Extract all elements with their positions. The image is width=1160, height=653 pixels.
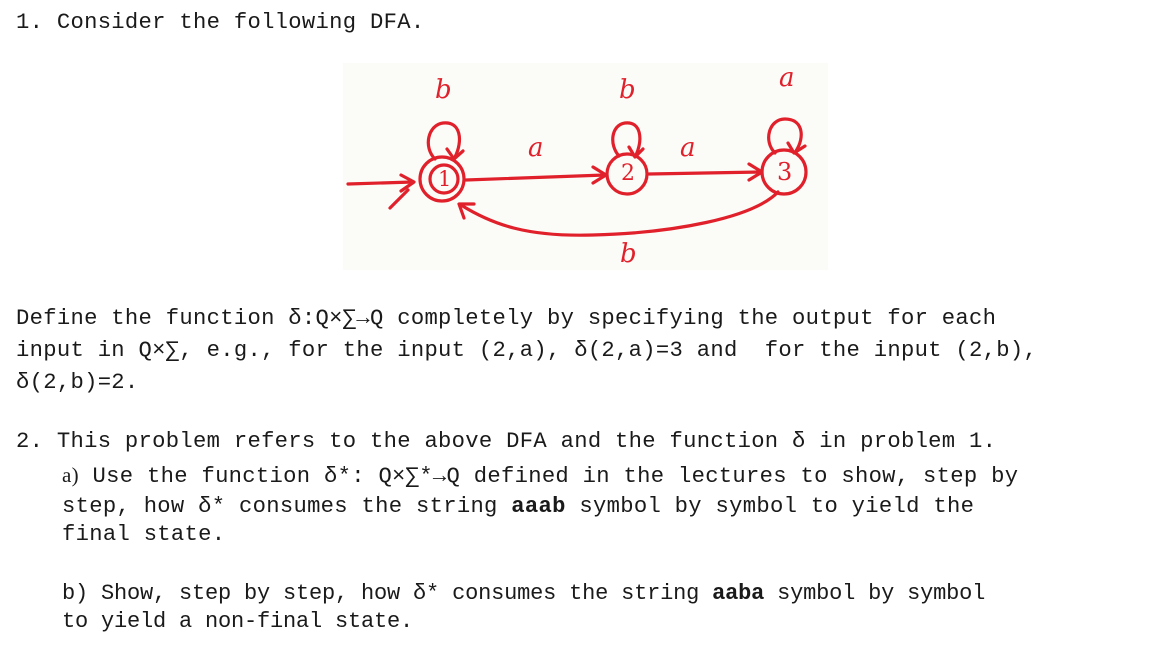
label-edge-3-1: b <box>620 239 637 269</box>
part-a-line-2-pre: step, how δ* consumes the string <box>62 494 512 519</box>
part-a-marker: a) <box>62 463 79 487</box>
edge-3-1-arrow-icon <box>459 190 780 237</box>
loop-3-arrowhead-icon <box>786 141 807 155</box>
edge-2-3-arrow-icon <box>647 170 763 176</box>
problem-1-text-line-3: δ(2,b)=2. <box>16 370 139 395</box>
loop-2-arrowhead-icon <box>627 145 645 159</box>
part-a-string: aaab <box>511 494 566 519</box>
edge-3-1-arrowhead-icon <box>457 202 476 220</box>
problem-2-heading: 2. This problem refers to the above DFA … <box>16 429 997 454</box>
label-loop-2: b <box>619 75 636 105</box>
problem-1-heading: 1. Consider the following DFA. <box>16 10 425 35</box>
start-arrow-icon <box>346 173 416 210</box>
label-edge-1-2: a <box>528 133 544 163</box>
problem-2b-line-2: to yield a non-final state. <box>62 609 414 634</box>
part-b-line-1-post: symbol by symbol <box>764 581 986 606</box>
state-1-label: 1 <box>438 167 452 191</box>
state-3-label: 3 <box>777 158 793 186</box>
problem-2b-line-1: b) Show, step by step, how δ* consumes t… <box>62 581 985 607</box>
problem-2a-line-2: step, how δ* consumes the string aaab sy… <box>62 494 974 520</box>
loop-1-arrow-icon <box>426 121 465 161</box>
label-edge-2-3: a <box>680 133 696 163</box>
part-a-line-2-post: symbol by symbol to yield the <box>565 494 975 519</box>
problem-1-text-line-1: Define the function δ:Q×∑→Q completely b… <box>16 306 997 331</box>
state-1-node <box>418 155 466 203</box>
problem-1-text-line-2: input in Q×∑, e.g., for the input (2,a),… <box>16 338 1038 363</box>
state-2-label: 2 <box>621 161 635 186</box>
part-b-string: aaba <box>712 581 765 606</box>
label-loop-3: a <box>779 63 795 93</box>
edge-1-2-arrowhead-icon <box>591 165 608 185</box>
label-loop-1: b <box>435 75 452 105</box>
edge-2-3-arrowhead-icon <box>747 162 764 182</box>
part-b-line-1-pre: b) Show, step by step, how δ* consumes t… <box>62 581 713 606</box>
edge-1-2-arrow-icon <box>464 173 607 182</box>
problem-2a-line-3: final state. <box>62 522 226 547</box>
problem-2a-line-1: a) Use the function δ*: Q×∑*→Q defined i… <box>62 462 1018 490</box>
dfa-diagram: b a b a a b 1 2 3 <box>343 63 828 270</box>
part-a-line-1-text: Use the function δ*: Q×∑*→Q defined in t… <box>78 464 1019 489</box>
loop-3-arrow-icon <box>767 117 803 155</box>
loop-2-arrow-icon <box>611 121 642 158</box>
